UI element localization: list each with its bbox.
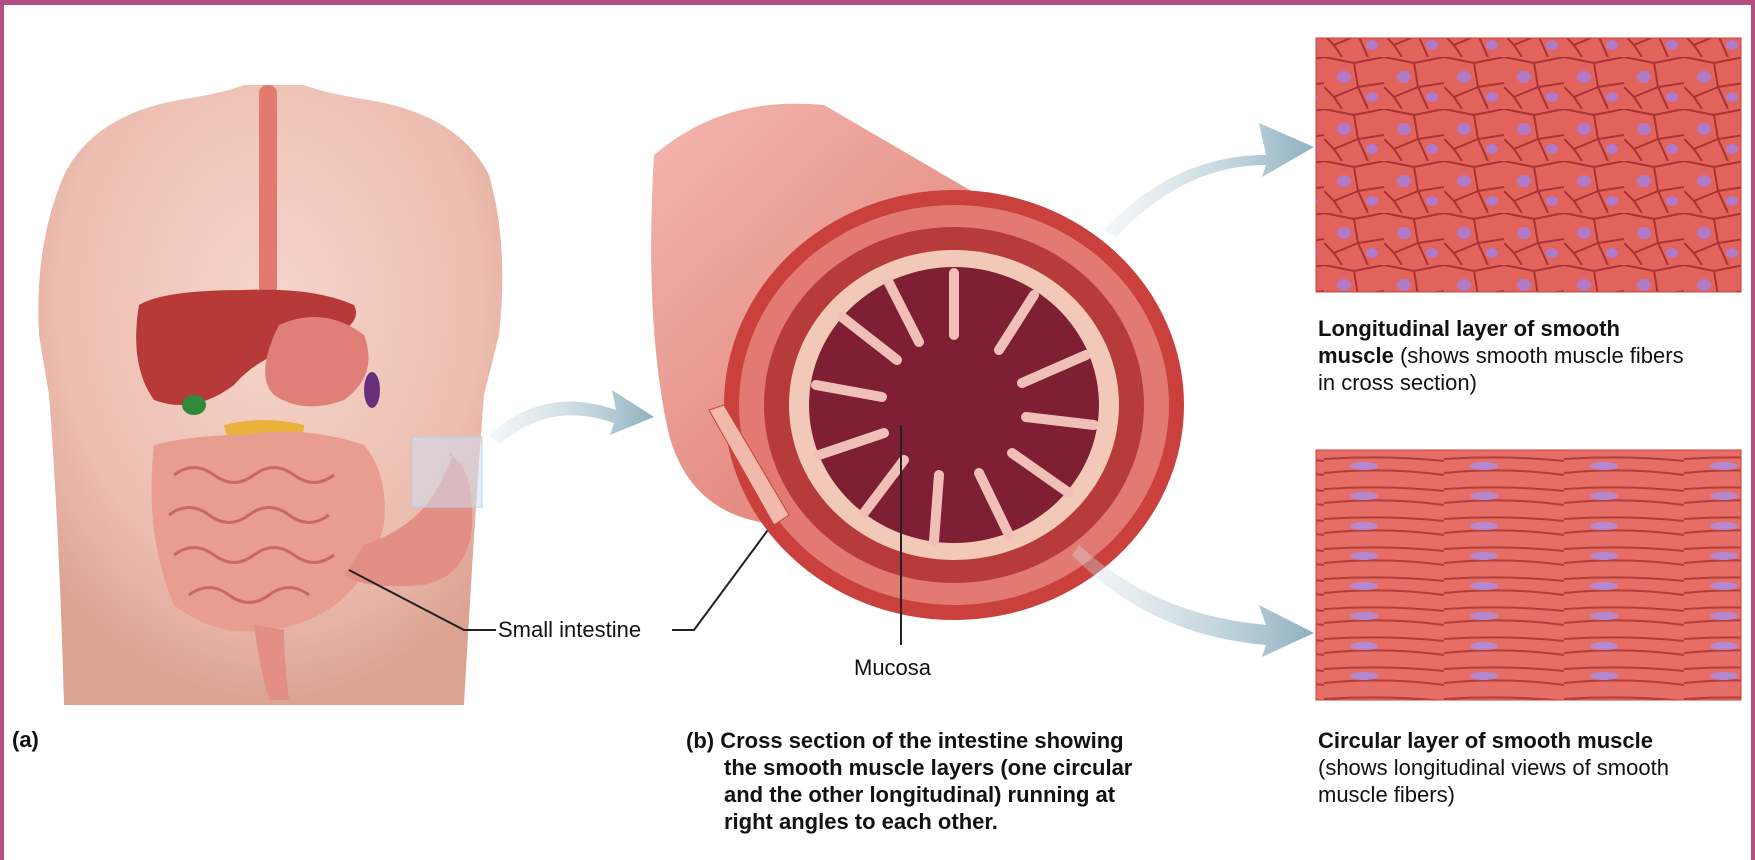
circular-title: Circular layer of smooth muscle [1318, 727, 1751, 754]
longitudinal-title-1: Longitudinal layer of smooth [1318, 315, 1751, 342]
caption-line-4: right angles to each other. [686, 808, 1206, 835]
magnify-box [412, 437, 482, 507]
gallbladder [182, 395, 206, 415]
small-intestine-label: Small intestine [498, 617, 641, 643]
longitudinal-caption: Longitudinal layer of smooth muscle (sho… [1318, 315, 1751, 396]
circular-desc-2: muscle fibers) [1318, 781, 1751, 808]
mucosa-label: Mucosa [854, 655, 931, 681]
esophagus [259, 85, 277, 295]
caption-line-2: the smooth muscle layers (one circular [686, 754, 1206, 781]
caption-line-3: and the other longitudinal) running at [686, 781, 1206, 808]
panel-b-prefix: (b) [686, 728, 714, 753]
longitudinal-desc-1: (shows smooth muscle fibers [1394, 343, 1684, 368]
circular-caption: Circular layer of smooth muscle (shows l… [1318, 727, 1751, 808]
arrow-a-to-b [489, 390, 654, 445]
circular-layer-image [1316, 450, 1741, 700]
longitudinal-title-2: muscle [1318, 343, 1394, 368]
arrow-to-longitudinal [1104, 123, 1314, 237]
intestine-cross-section [651, 104, 1184, 620]
panel-b-caption: (b) Cross section of the intestine showi… [686, 727, 1206, 835]
caption-line-1: Cross section of the intestine showing [720, 728, 1123, 753]
longitudinal-desc-2: in cross section) [1318, 369, 1751, 396]
panel-a-label: (a) [12, 727, 39, 753]
longitudinal-layer-image [1316, 38, 1741, 292]
small-intestine-leader-b [672, 515, 779, 630]
circular-desc-1: (shows longitudinal views of smooth [1318, 754, 1751, 781]
spleen [364, 372, 380, 408]
figure-frame: Small intestine Mucosa (a) (b) Cross sec… [4, 5, 1751, 860]
torso-illustration [38, 85, 502, 705]
